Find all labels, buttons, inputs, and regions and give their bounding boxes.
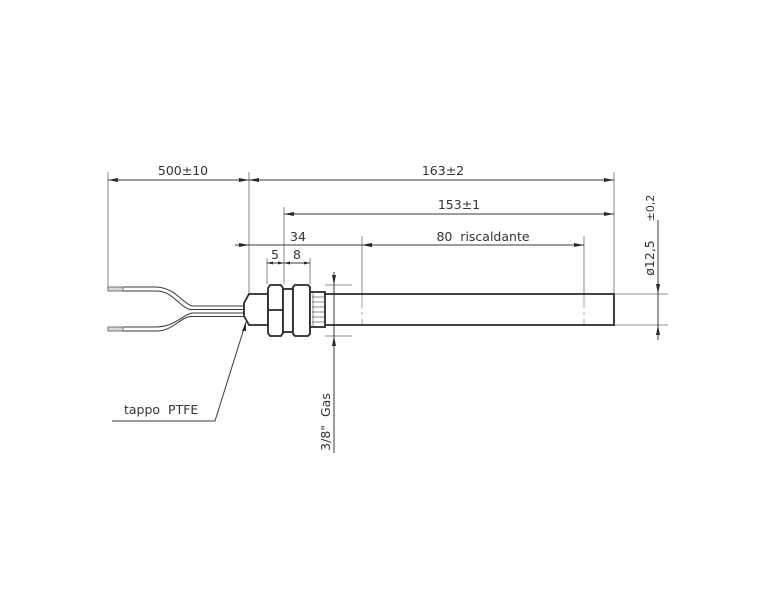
dimension-wire-length: 500±10 [108, 163, 249, 182]
heating-zone-markers [361, 294, 585, 325]
nut-width-label: 5 [271, 247, 279, 262]
heater-sheath [325, 293, 615, 326]
fitting-to-heating-label: 34 [290, 229, 306, 244]
fitting-nut [292, 284, 311, 337]
dimension-sheath-length: 153±1 [284, 197, 614, 216]
extension-lines [107, 172, 668, 337]
total-length-label: 163±2 [422, 163, 464, 178]
thread-size-label: 3/8" Gas [318, 393, 333, 451]
fitting-collar [282, 288, 294, 333]
dimension-diameter: ø12,5 ±0,2 [642, 195, 660, 340]
heating-zone-label: 80 riscaldante [436, 229, 529, 244]
sheath-length-label: 153±1 [438, 197, 480, 212]
dimension-total-length: 163±2 [249, 163, 614, 182]
diameter-tolerance-label: ±0,2 [644, 195, 657, 222]
ptfe-cap-callout: tappo PTFE [112, 321, 247, 422]
dimension-fitting-to-heating: 34 [235, 229, 376, 247]
dimension-nut-thread: 5 8 [267, 247, 310, 265]
diameter-label: ø12,5 [642, 240, 657, 275]
lead-wires [107, 286, 245, 332]
ptfe-cap-label: tappo PTFE [124, 402, 198, 417]
dimension-heating-zone: 80 riscaldante [362, 229, 584, 247]
threaded-section [309, 291, 326, 328]
hex-nut [267, 284, 284, 337]
thread-width-label: 8 [293, 247, 301, 262]
ptfe-cap [243, 293, 269, 326]
wire-length-label: 500±10 [158, 163, 208, 178]
dimension-thread-size: 3/8" Gas [318, 272, 336, 453]
